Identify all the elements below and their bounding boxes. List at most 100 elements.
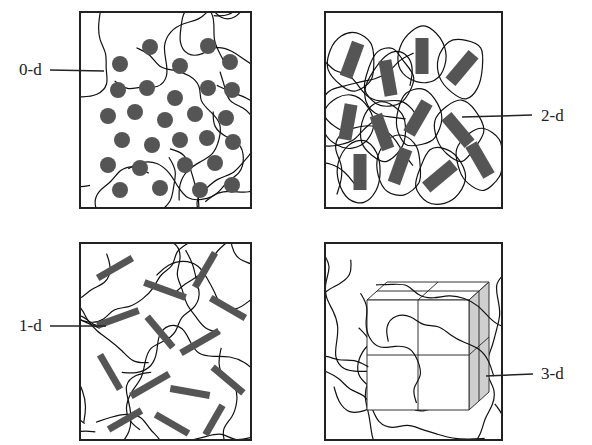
nanofiber (209, 295, 247, 321)
polymer-chain (173, 244, 250, 294)
nanoparticle (207, 155, 223, 171)
panel-frame (80, 12, 251, 208)
polymer-chain (156, 244, 250, 309)
panel-label: 1-d (18, 316, 43, 336)
cube-face (367, 300, 469, 410)
nanoparticle (112, 182, 128, 198)
panel-frames (80, 12, 502, 440)
nanoparticle (200, 38, 216, 54)
nanoparticle (142, 39, 158, 55)
cube-grid-line (377, 291, 479, 292)
nanoplatelet (388, 147, 413, 185)
polymer-chain (81, 13, 107, 145)
nanoplatelet (465, 141, 494, 179)
polymer-chain (396, 89, 441, 146)
nanoplatelet (403, 99, 432, 137)
nanoparticle (225, 134, 241, 150)
polymer-chain (158, 157, 250, 207)
nanoparticle (218, 110, 234, 126)
nanofiber (202, 404, 225, 437)
polymer-chain (376, 284, 501, 327)
polymer-chain (115, 13, 237, 89)
polymer-chain (365, 51, 412, 118)
polymer-chain (387, 315, 494, 376)
polymer-chain (360, 293, 420, 403)
nanofiber (143, 279, 187, 301)
leader-line (50, 70, 104, 71)
nanoplatelet (370, 113, 395, 151)
nanoparticle (144, 137, 160, 153)
panel-label: 0-d (18, 60, 43, 80)
nanoplatelet (338, 103, 357, 141)
nanoplatelet (445, 50, 478, 86)
nanofiber (144, 314, 175, 349)
nanoparticle (192, 182, 208, 198)
polymer-chain (416, 147, 466, 204)
polymer-chain (326, 260, 351, 379)
nanofiber (107, 407, 143, 432)
three-d-panel-art (326, 253, 501, 439)
leader-line (486, 374, 533, 376)
leader-line (50, 325, 106, 327)
nanoparticle (127, 104, 143, 120)
nanoparticle (222, 54, 238, 70)
nanoparticle (110, 82, 126, 98)
nanoparticle (187, 106, 203, 122)
nanoparticle (152, 180, 168, 196)
nanoparticle (200, 80, 216, 96)
nanofiber (96, 255, 134, 281)
nanoplatelet (378, 59, 397, 97)
panel-frame (325, 12, 502, 208)
nanoparticle (172, 58, 188, 74)
nanoparticle (224, 177, 240, 193)
panel-label: 2-d (540, 106, 565, 126)
one-d-panel-art (81, 244, 250, 439)
polymer-chain (169, 149, 199, 207)
polymer-chain (214, 13, 250, 23)
polymer-chain (126, 250, 199, 430)
nanofiber (97, 353, 123, 391)
nanoplatelet (340, 41, 365, 79)
nanoparticle (100, 157, 116, 173)
two-d-panel-art (326, 26, 501, 204)
panel-frame (325, 243, 502, 440)
nanoplatelet (422, 159, 458, 192)
polymer-chain (326, 90, 377, 146)
polymer-chain (326, 53, 414, 135)
polymer-chain (81, 401, 95, 439)
polymer-chain (81, 244, 202, 322)
polymer-chain (326, 356, 368, 398)
polymer-chain (191, 434, 250, 439)
panel-frame (80, 243, 251, 440)
nanoparticle (224, 82, 240, 98)
nanoparticle (112, 56, 128, 72)
nanofiber (154, 411, 190, 436)
nanoparticle (100, 108, 116, 124)
leader-lines (50, 70, 533, 376)
nanofiber (170, 385, 211, 399)
nanoparticle (172, 132, 188, 148)
leader-line (462, 115, 532, 117)
nanoplatelet (416, 38, 429, 74)
nanoparticle (199, 130, 215, 146)
polymer-chain (326, 47, 420, 122)
nanofiber (179, 328, 221, 356)
cube-grid-line (367, 355, 469, 356)
polymer-chain (81, 244, 149, 363)
nanoparticle (167, 90, 183, 106)
nanofiber (210, 364, 245, 395)
nanoparticle (132, 160, 148, 176)
polymer-chain (495, 404, 501, 439)
nanoparticle (139, 80, 155, 96)
nanofiber (192, 251, 218, 289)
nanoparticle (157, 112, 173, 128)
zero-d-panel-art (81, 13, 250, 207)
polymer-chain (122, 326, 250, 401)
polymer-chain (136, 48, 220, 201)
nanoparticle (114, 132, 130, 148)
nanoplatelet (354, 154, 367, 190)
polymer-chain (81, 65, 90, 187)
